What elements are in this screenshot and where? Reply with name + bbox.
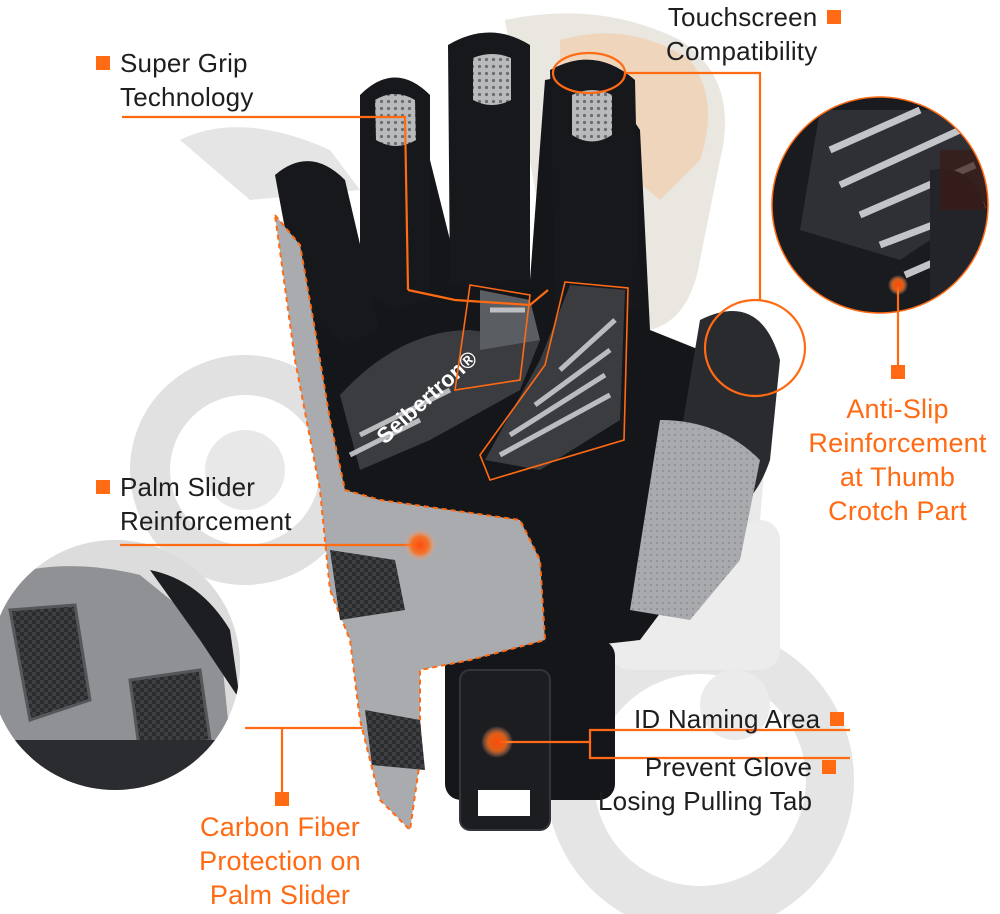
- label-carbon-fiber: Carbon Fiber Protection on Palm Slider: [180, 810, 380, 912]
- label-anti-slip-line4: Crotch Part: [828, 496, 967, 526]
- label-anti-slip-line2: Reinforcement: [808, 428, 987, 458]
- label-id-naming: ID Naming Area: [634, 702, 845, 736]
- label-palm-slider: Palm Slider Reinforcement: [96, 470, 292, 538]
- label-palm-slider-line2: Reinforcement: [120, 506, 292, 536]
- label-anti-slip-line1: Anti-Slip: [846, 394, 949, 424]
- label-anti-slip-line3: at Thumb: [839, 462, 956, 492]
- orange-dot-icon: [888, 275, 908, 295]
- label-super-grip-line2: Technology: [120, 82, 254, 112]
- orange-square-icon: [830, 712, 845, 727]
- orange-square-icon: [822, 760, 837, 775]
- orange-square-icon: [96, 56, 110, 71]
- label-super-grip-line1: Super Grip: [120, 48, 248, 78]
- label-super-grip: Super Grip Technology: [96, 46, 254, 114]
- carbon-fiber-closeup: [0, 540, 240, 790]
- label-touchscreen: Touchscreen Compatibility: [666, 0, 842, 68]
- thumb-crotch-closeup: [771, 96, 989, 314]
- label-pulling-tab-line1: Prevent Glove: [644, 752, 813, 782]
- orange-square-icon: [827, 10, 842, 25]
- label-carbon-fiber-line2: Protection on: [199, 846, 361, 876]
- orange-square-icon: [891, 365, 905, 379]
- orange-square-icon: [96, 480, 110, 495]
- label-pulling-tab-line2: Losing Pulling Tab: [598, 786, 813, 816]
- glove: Seibertron®: [273, 32, 780, 833]
- label-palm-slider-line1: Palm Slider: [120, 472, 256, 502]
- label-touchscreen-line2: Compatibility: [666, 36, 818, 66]
- orange-square-icon: [275, 792, 289, 806]
- label-id-naming-text: ID Naming Area: [634, 704, 821, 734]
- callout-dots: [275, 275, 908, 806]
- callout-lines: [120, 51, 900, 795]
- label-carbon-fiber-line3: Palm Slider: [209, 880, 351, 910]
- orange-dot-icon: [404, 529, 436, 561]
- label-touchscreen-line1: Touchscreen: [667, 2, 818, 32]
- label-pulling-tab: Prevent Glove Losing Pulling Tab: [598, 750, 837, 818]
- label-carbon-fiber-line1: Carbon Fiber: [200, 812, 360, 842]
- label-anti-slip: Anti-Slip Reinforcement at Thumb Crotch …: [795, 392, 1000, 528]
- orange-dot-icon: [481, 726, 513, 758]
